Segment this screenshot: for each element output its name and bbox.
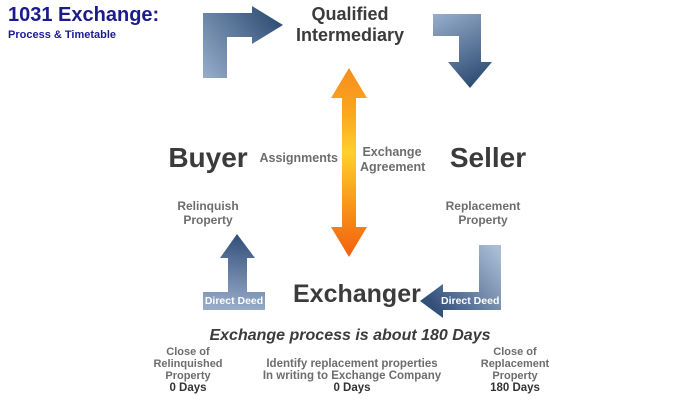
timeline-text-line: Replacement (480, 358, 550, 370)
label-line: Replacement (445, 199, 521, 213)
node-seller: Seller (449, 142, 527, 173)
label-line: Exchange (362, 145, 422, 159)
elbow-arrow-qi-to-seller-icon (433, 14, 492, 88)
timeline-item-close-replacement: Close of Replacement Property 180 Days (465, 346, 565, 395)
node-label-line: Qualified (311, 4, 389, 24)
timeline-item-identify-replacement: Identify replacement properties In writi… (257, 358, 447, 395)
timeline-text-line: Property (492, 370, 538, 382)
timeline-days: 0 Days (333, 382, 371, 394)
label-exchange-agreement: Exchange Agreement (360, 145, 426, 175)
double-arrow-vertical-icon (331, 68, 367, 257)
node-exchanger: Exchanger (293, 280, 421, 308)
timeline-text-line: In writing to Exchange Company (262, 370, 442, 382)
label-relinquish-property: Relinquish Property (168, 199, 248, 227)
direct-deed-arrow-left-icon (420, 245, 501, 318)
page-title: 1031 Exchange: (8, 4, 160, 26)
label-replacement-property: Replacement Property (443, 199, 523, 227)
node-buyer: Buyer (168, 142, 248, 173)
elbow-arrow-buyer-to-qi-icon (203, 6, 283, 78)
label-line: Agreement (360, 160, 426, 174)
node-label-line: Intermediary (295, 25, 405, 45)
node-qualified-intermediary: Qualified Intermediary (280, 4, 420, 46)
label-assignments: Assignments (259, 151, 339, 165)
timeline-text-line: Relinquished (153, 358, 223, 370)
label-direct-deed-left: Direct Deed (204, 295, 264, 307)
label-line: Property (183, 213, 233, 227)
direct-deed-arrow-up-icon (203, 234, 265, 310)
timeline-text-line: Property (165, 370, 211, 382)
page-subtitle: Process & Timetable (8, 29, 117, 41)
timeline-text-line: Close of (493, 346, 537, 358)
label-line: Relinquish (177, 199, 239, 213)
timeline-days: 180 Days (490, 382, 540, 394)
timeline-text-line: Close of (166, 346, 210, 358)
label-line: Property (458, 213, 508, 227)
label-direct-deed-right: Direct Deed (441, 295, 500, 307)
tagline: Exchange process is about 180 Days (209, 327, 491, 344)
timeline-item-close-relinquished: Close of Relinquished Property 0 Days (138, 346, 238, 395)
timeline-days: 0 Days (169, 382, 207, 394)
timeline-text-line: Identify replacement properties (266, 358, 438, 370)
